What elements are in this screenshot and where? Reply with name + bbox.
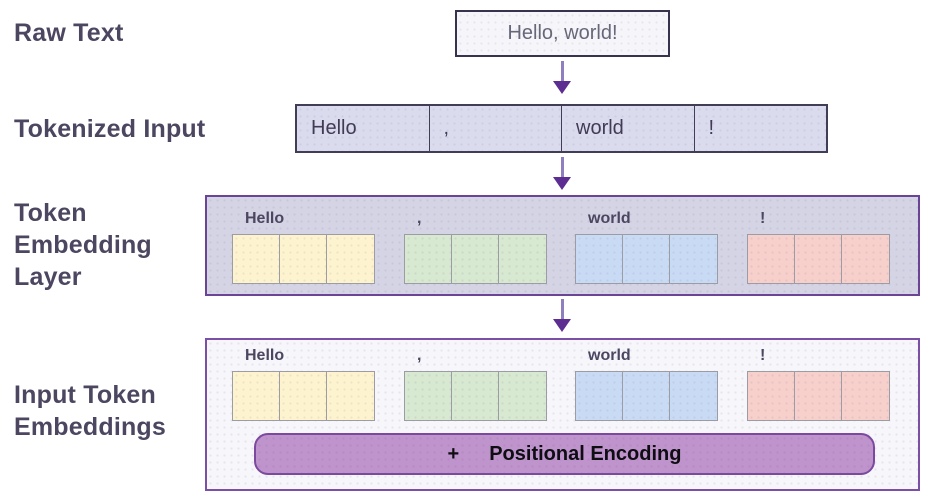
plus-operator: + — [447, 442, 460, 465]
embedding-cell — [841, 234, 890, 284]
arrow-down-icon — [553, 157, 571, 190]
embedding-cell — [279, 234, 328, 284]
embedding-group-comma: , — [404, 345, 552, 421]
embedding-group-label: ! — [760, 210, 766, 227]
embedding-cell — [747, 234, 796, 284]
embedding-cell — [451, 371, 500, 421]
embedding-cell — [498, 371, 547, 421]
embedding-cell — [279, 371, 328, 421]
stage-label-raw-text: Raw Text — [14, 19, 124, 47]
embedding-vector — [404, 234, 552, 284]
arrow-head — [553, 177, 571, 190]
stage-label-tokenized-input: Tokenized Input — [14, 115, 206, 143]
embedding-vector — [575, 234, 723, 284]
embedding-group-hello: Hello — [232, 208, 380, 284]
arrow-stem — [561, 61, 564, 82]
embedding-vector — [575, 371, 723, 421]
input-token-embeddings-panel: Hello , world ! — [205, 338, 920, 491]
embedding-group-exclamation: ! — [747, 208, 895, 284]
embedding-group-world: world — [575, 345, 723, 421]
embedding-cell — [622, 234, 671, 284]
arrow-head — [553, 319, 571, 332]
embedding-cell — [575, 371, 624, 421]
embedding-cell — [451, 234, 500, 284]
token-cell-comma: , — [430, 106, 562, 151]
raw-text-value: Hello, world! — [507, 22, 618, 44]
arrow-stem — [561, 299, 564, 320]
embedding-vector — [232, 234, 380, 284]
arrow-down-icon — [553, 61, 571, 95]
embedding-group-label: world — [588, 347, 631, 364]
arrow-stem — [561, 157, 564, 178]
embedding-cell — [794, 234, 843, 284]
embedding-cell — [404, 371, 453, 421]
embedding-cell — [326, 371, 375, 421]
raw-text-box: Hello, world! — [455, 10, 670, 57]
embedding-cell — [575, 234, 624, 284]
token-cell-hello: Hello — [297, 106, 430, 151]
positional-encoding-bar: + Positional Encoding — [254, 433, 875, 475]
embedding-cell — [232, 371, 281, 421]
embedding-group-exclamation: ! — [747, 345, 895, 421]
embedding-cell — [404, 234, 453, 284]
token-cell-exclamation: ! — [708, 117, 715, 139]
arrow-down-icon — [553, 299, 571, 332]
embedding-group-comma: , — [404, 208, 552, 284]
tokenized-input-row: Hello , world ! — [295, 104, 828, 153]
token-cell-world: world — [562, 106, 695, 151]
embedding-group-label: , — [417, 347, 422, 364]
embedding-vector — [747, 371, 895, 421]
positional-encoding-label: Positional Encoding — [489, 442, 682, 465]
embedding-vector — [404, 371, 552, 421]
embedding-cell — [232, 234, 281, 284]
embedding-group-label: world — [588, 210, 631, 227]
embedding-cell — [669, 234, 718, 284]
stage-label-input-token-embeddings: Input Token Embeddings — [14, 381, 167, 441]
token-embedding-layer-panel: Hello , world ! — [205, 195, 920, 296]
embedding-cell — [498, 234, 547, 284]
embedding-cell — [747, 371, 796, 421]
embedding-group-world: world — [575, 208, 723, 284]
embedding-group-hello: Hello — [232, 345, 380, 421]
arrow-head — [553, 81, 571, 94]
embedding-cell — [622, 371, 671, 421]
stage-label-token-embedding-layer: Token Embedding Layer — [14, 199, 152, 291]
embedding-group-label: Hello — [245, 210, 285, 227]
embedding-group-label: Hello — [245, 347, 285, 364]
embedding-cell — [326, 234, 375, 284]
embedding-vector — [747, 234, 895, 284]
embedding-group-label: , — [417, 210, 422, 227]
embedding-cell — [794, 371, 843, 421]
embedding-group-label: ! — [760, 347, 766, 364]
embedding-cell — [669, 371, 718, 421]
embedding-vector — [232, 371, 380, 421]
embedding-cell — [841, 371, 890, 421]
